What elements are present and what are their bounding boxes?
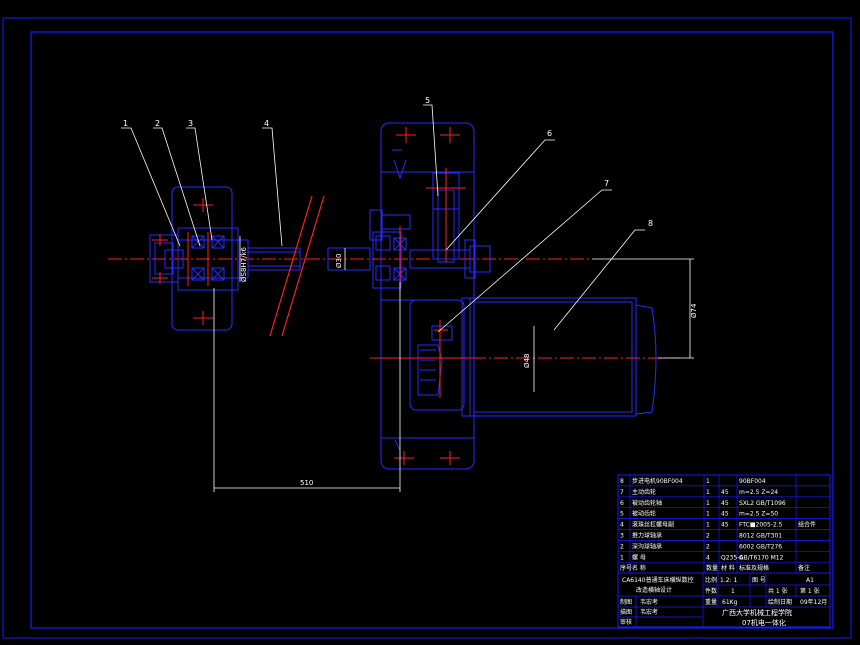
checked-label: 审核 <box>620 618 632 626</box>
drawn-label: 制图 <box>620 598 632 606</box>
drawn-name: 韦宏考 <box>640 598 658 606</box>
part-tag-8: 8 <box>648 219 653 228</box>
bom-cell-standard: 6002 GB/T276 <box>739 543 782 550</box>
bom-cell-qty: 2 <box>706 543 710 550</box>
bom-cell-name: 滚珠丝杠螺母副 <box>632 521 674 529</box>
drawing-title-line2: 改造横轴设计 <box>636 586 672 594</box>
bom-cell-standard: 90BF004 <box>739 478 766 485</box>
bom-header-name: 名 称 <box>632 564 646 572</box>
bom-cell-material: Q235-A <box>721 554 744 561</box>
bom-cell-qty: 1 <box>706 478 710 485</box>
count-value: 1 <box>731 588 735 595</box>
bom-cell-standard: SXL2 GB/T1096 <box>739 500 786 507</box>
bom-cell-standard: FTC■2005-2.5 <box>739 522 783 529</box>
left-support-bolt-marks <box>152 198 213 325</box>
class-name: 07机电一体化 <box>742 618 786 627</box>
bom-cell-name: 主动齿轮 <box>632 488 656 496</box>
bom-header-standard: 标准及规格 <box>739 564 769 572</box>
bom-cell-no: 8 <box>620 478 624 485</box>
stepper-motor <box>461 297 657 417</box>
sheet-no: 第 1 张 <box>800 587 820 595</box>
bom-cell-qty: 1 <box>706 500 710 507</box>
outer-frame <box>2 17 852 639</box>
dimension-shaft-dia: Ø30 <box>335 254 343 268</box>
bom-cell-material: 45 <box>721 511 729 518</box>
bom-cell-no: 1 <box>620 554 624 561</box>
dimension-motor-height: Ø48 <box>523 354 531 368</box>
part-tag-1: 1 <box>123 119 128 128</box>
bom-cell-qty: 1 <box>706 511 710 518</box>
dimension-motor-dia: Ø74 <box>690 303 698 318</box>
bom-cell-qty: 2 <box>706 533 710 540</box>
bom-cell-qty: 1 <box>706 522 710 529</box>
bom-cell-standard: m=2.5 Z=24 <box>739 489 778 496</box>
school-name: 广西大学机械工程学院 <box>722 608 792 617</box>
bom-cell-standard: GB/T6170 M12 <box>739 554 784 561</box>
total-sheets: 共 1 张 <box>768 587 788 595</box>
inner-frame <box>30 31 834 629</box>
bom-cell-name: 推力球轴承 <box>632 532 662 540</box>
bom-cell-name: 被动齿轮轴 <box>632 499 662 507</box>
bom-cell-no: 4 <box>620 522 624 529</box>
drawing-title-line1: CA6140普通车床横纵数控 <box>622 576 694 584</box>
bom-cell-no: 6 <box>620 500 624 507</box>
bom-cell-material: 45 <box>721 489 729 496</box>
lead-screw <box>247 247 371 271</box>
part-tag-6: 6 <box>547 129 552 138</box>
part-tag-2: 2 <box>155 119 160 128</box>
sheet-size: A1 <box>806 577 814 584</box>
weight-label: 重量 <box>705 598 717 606</box>
dimension-span: 510 <box>300 479 313 487</box>
date-label: 绘制日期 <box>768 598 792 606</box>
bom-cell-qty: 4 <box>706 554 710 561</box>
bom-header-note: 备注 <box>798 564 810 572</box>
gearbox-housing <box>369 122 491 470</box>
bom-cell-no: 2 <box>620 543 624 550</box>
weight-value: 61Kg <box>722 599 738 606</box>
leader-lines <box>121 104 645 333</box>
bom-header-material: 材 料 <box>721 564 735 572</box>
date-value: 09年12月 <box>800 598 827 606</box>
bom-cell-name: 被动齿轮 <box>632 510 656 518</box>
part-tag-4: 4 <box>264 119 269 128</box>
drawing-no-label: 图 号 <box>752 577 766 584</box>
bom-cell-name: 螺 母 <box>632 553 646 561</box>
bom-cell-standard: 8012 GB/T301 <box>739 533 782 540</box>
scale-label: 比例 <box>705 576 717 584</box>
part-tag-3: 3 <box>188 119 193 128</box>
count-label: 件数 <box>705 587 717 595</box>
bom-cell-material: 45 <box>721 522 729 529</box>
part-tag-7: 7 <box>604 179 609 188</box>
bom-cell-standard: m=2.5 Z=50 <box>739 511 778 518</box>
bom-cell-name: 步进电机90BF004 <box>632 477 683 485</box>
dimension-lines <box>213 236 694 492</box>
bom-cell-qty: 1 <box>706 489 710 496</box>
scale-value: 1.2: 1 <box>720 577 737 584</box>
bom-cell-no: 5 <box>620 511 624 518</box>
designed-name: 韦宏考 <box>640 608 658 616</box>
part-tag-5: 5 <box>425 96 430 105</box>
bom-cell-name: 深沟球轴承 <box>632 542 662 550</box>
bom-header-no: 序号 <box>620 564 632 572</box>
bom-header-qty: 数量 <box>706 564 718 572</box>
designed-label: 描图 <box>620 608 632 616</box>
dimension-bearing-dia: ØS8H7/k6 <box>240 246 248 282</box>
bom-cell-no: 3 <box>620 533 624 540</box>
bom-cell-material: 45 <box>721 500 729 507</box>
bom-cell-note: 组合件 <box>798 521 816 529</box>
screw-break-lines <box>269 195 325 337</box>
bom-cell-no: 7 <box>620 489 624 496</box>
